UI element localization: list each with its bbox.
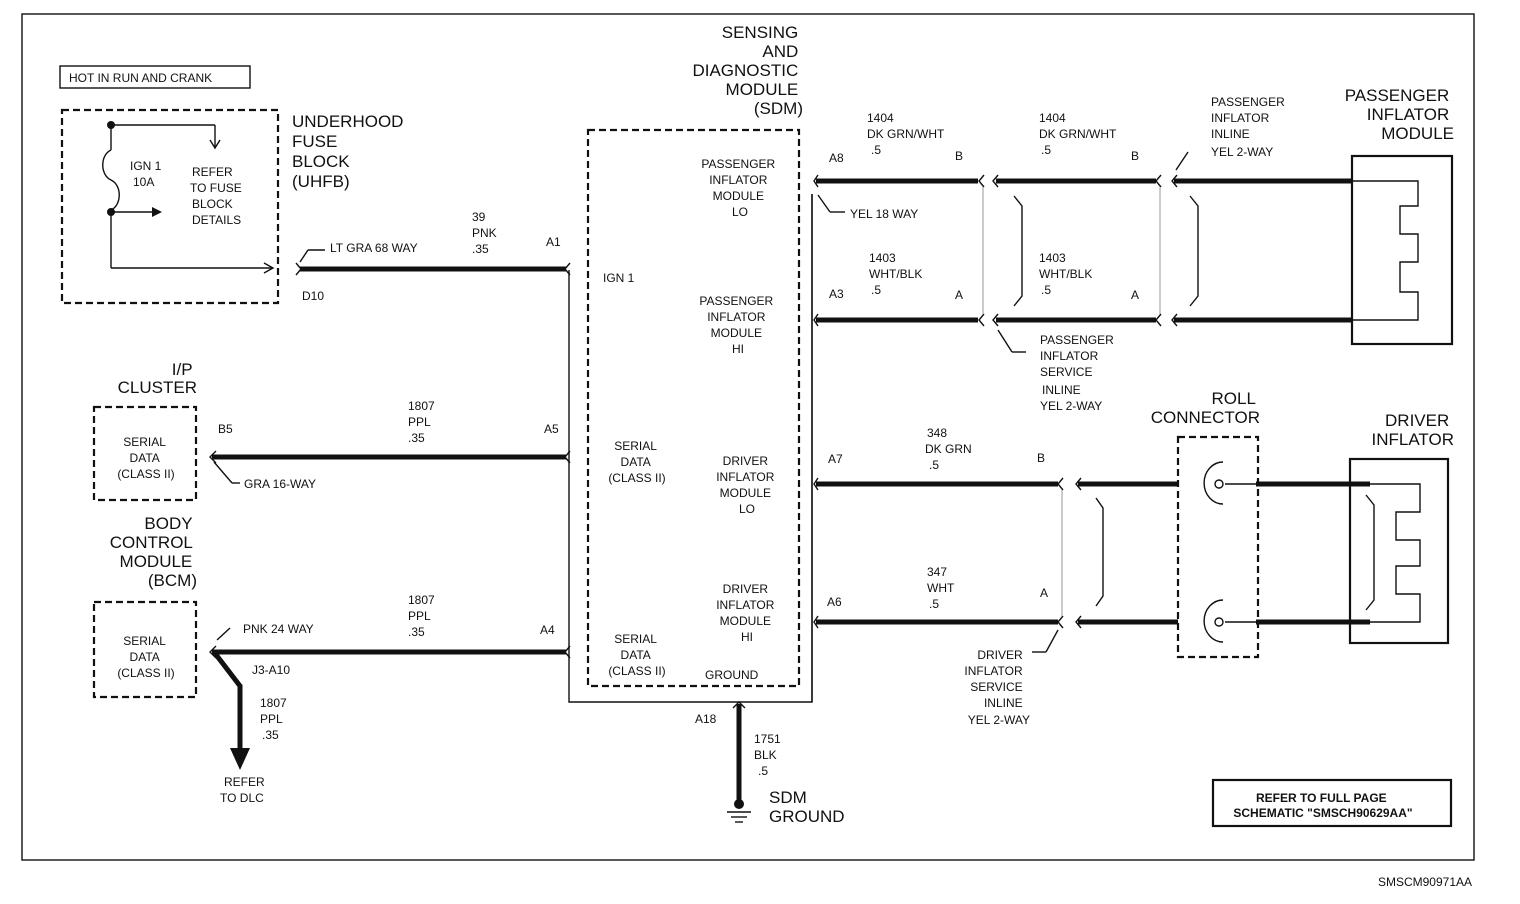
ipc-box-label: SERIAL DATA (CLASS II) <box>117 435 174 481</box>
sdm-ground-label: GROUND <box>705 668 759 682</box>
pin-a-1: A <box>955 288 963 302</box>
pass-service-label: PASSENGER INFLATOR SERVICE INLINE YEL 2-… <box>1040 333 1117 413</box>
driver-circuit: A7 A6 B A 348 DK GRN .5 347 WHT .5 DRIVE… <box>813 389 1455 727</box>
ipc-title: I/P CLUSTER <box>118 360 197 397</box>
sdm-pass-hi: PASSENGER INFLATOR MODULE HI <box>699 294 776 356</box>
fuse-label: IGN 1 10A <box>130 159 165 189</box>
driver-inflator-title: DRIVER INFLATOR <box>1372 411 1455 449</box>
sdm-connector: YEL 18 WAY <box>850 207 918 221</box>
ipc-wire-label: 1807 PPL .35 <box>408 399 438 445</box>
bcm-splice: J3-A10 <box>252 663 290 677</box>
pin-a8: A8 <box>829 151 844 165</box>
ign-wire-label: 39 PNK .35 <box>472 210 500 256</box>
uhfb-title: UNDERHOOD FUSE BLOCK (UHFB) <box>292 112 408 191</box>
pin-a3: A3 <box>829 287 844 301</box>
sdm-serial-2: SERIAL DATA (CLASS II) <box>608 632 665 678</box>
svg-text:HOT IN RUN AND CRANK: HOT IN RUN AND CRANK <box>69 71 212 85</box>
roll-coil-icon <box>1203 599 1224 643</box>
passenger-circuit: A8 A3 B B A A 1404 DK GRN/WHT .5 1404 DK… <box>813 86 1454 413</box>
fuse-icon <box>102 149 120 211</box>
wire-1404-a: 1404 DK GRN/WHT .5 <box>867 111 947 157</box>
svg-text:REFER TO FULL PAGE SCHEM: REFER TO FULL PAGE SCHEMATIC "SMSCH90629… <box>1233 791 1412 820</box>
pin-b-2: B <box>1131 149 1139 163</box>
bcm-wire-label: 1807 PPL .35 <box>408 593 438 639</box>
pin-a18: A18 <box>695 712 717 726</box>
uhfb-pin: D10 <box>302 289 324 303</box>
sdm-pass-lo: PASSENGER INFLATOR MODULE LO <box>701 157 778 219</box>
sdm-title: SENSING AND DIAGNOSTIC MODULE (SDM) <box>692 23 803 118</box>
ipc-pin: B5 <box>218 422 233 436</box>
bcm-box-label: SERIAL DATA (CLASS II) <box>117 634 174 680</box>
sdm-ground: A18 1751 BLK .5 SDM GROUND <box>695 701 845 826</box>
ip-cluster: I/P CLUSTER SERIAL DATA (CLASS II) B5 GR… <box>92 360 571 502</box>
pin-a6: A6 <box>827 595 842 609</box>
pass-module-title: PASSENGER INFLATOR MODULE <box>1345 86 1454 143</box>
wire-1404-b: 1404 DK GRN/WHT .5 <box>1039 111 1119 157</box>
hot-in-run-label: HOT IN RUN AND CRANK <box>59 65 251 89</box>
sdm-drv-lo: DRIVER INFLATOR MODULE LO <box>716 454 778 516</box>
sdm-drv-hi: DRIVER INFLATOR MODULE HI <box>716 582 778 644</box>
figure-id: SMSCM90971AA <box>1378 875 1472 889</box>
pin-a4: A4 <box>540 623 555 637</box>
squib-icon <box>1352 180 1419 321</box>
sdm-serial-1: SERIAL DATA (CLASS II) <box>608 439 665 485</box>
pin-b-1: B <box>955 149 963 163</box>
pin-a7: A7 <box>828 452 843 466</box>
sdm-ign1: IGN 1 <box>603 271 635 285</box>
ign-wire: LT GRA 68 WAY D10 39 PNK .35 A1 <box>295 210 571 303</box>
roll-coil-icon <box>1203 461 1224 505</box>
underhood-fuse-block: UNDERHOOD FUSE BLOCK (UHFB) IGN 1 10A RE… <box>60 108 408 305</box>
wire-1403-b: 1403 WHT/BLK .5 <box>1039 251 1096 297</box>
sdm-ground-title: SDM GROUND <box>769 788 845 826</box>
pin-a1: A1 <box>546 235 561 249</box>
squib-icon <box>1368 483 1421 623</box>
bcm-connector: PNK 24 WAY <box>243 622 314 636</box>
ipc-connector: GRA 16-WAY <box>244 477 316 491</box>
pin-a5: A5 <box>544 422 559 436</box>
pin-a-2: A <box>1131 288 1139 302</box>
pin-a-3: A <box>1040 586 1048 600</box>
diagram-frame <box>21 13 1475 861</box>
uhfb-connector-label: LT GRA 68 WAY <box>330 241 418 255</box>
body-control-module: BODY CONTROL MODULE (BCM) SERIAL DATA (C… <box>92 514 571 805</box>
wire-1403-a: 1403 WHT/BLK .5 <box>869 251 926 297</box>
bcm-title: BODY CONTROL MODULE (BCM) <box>110 514 197 590</box>
arrow-down-icon <box>230 748 250 770</box>
gnd-wire-label: 1751 BLK .5 <box>754 732 784 778</box>
roll-connector-title: ROLL CONNECTOR <box>1151 389 1260 427</box>
uhfb-refer: REFER TO FUSE BLOCK DETAILS <box>190 165 245 227</box>
pin-b-3: B <box>1037 451 1045 465</box>
refer-dlc: REFER TO DLC <box>220 775 268 805</box>
driver-service-label: DRIVER INFLATOR SERVICE INLINE YEL 2-WAY <box>964 648 1030 727</box>
sdm-module: SENSING AND DIAGNOSTIC MODULE (SDM) IGN … <box>568 23 918 703</box>
wire-348: 348 DK GRN .5 <box>925 426 975 472</box>
wire-347: 347 WHT .5 <box>927 565 957 611</box>
roll-connector-box <box>1176 435 1260 659</box>
refer-full-page: REFER TO FULL PAGE SCHEMATIC "SMSCH90629… <box>1211 778 1453 828</box>
pass-inline-label: PASSENGER INFLATOR INLINE YEL 2-WAY <box>1211 95 1288 159</box>
dlc-wire-label: 1807 PPL .35 <box>260 696 290 742</box>
